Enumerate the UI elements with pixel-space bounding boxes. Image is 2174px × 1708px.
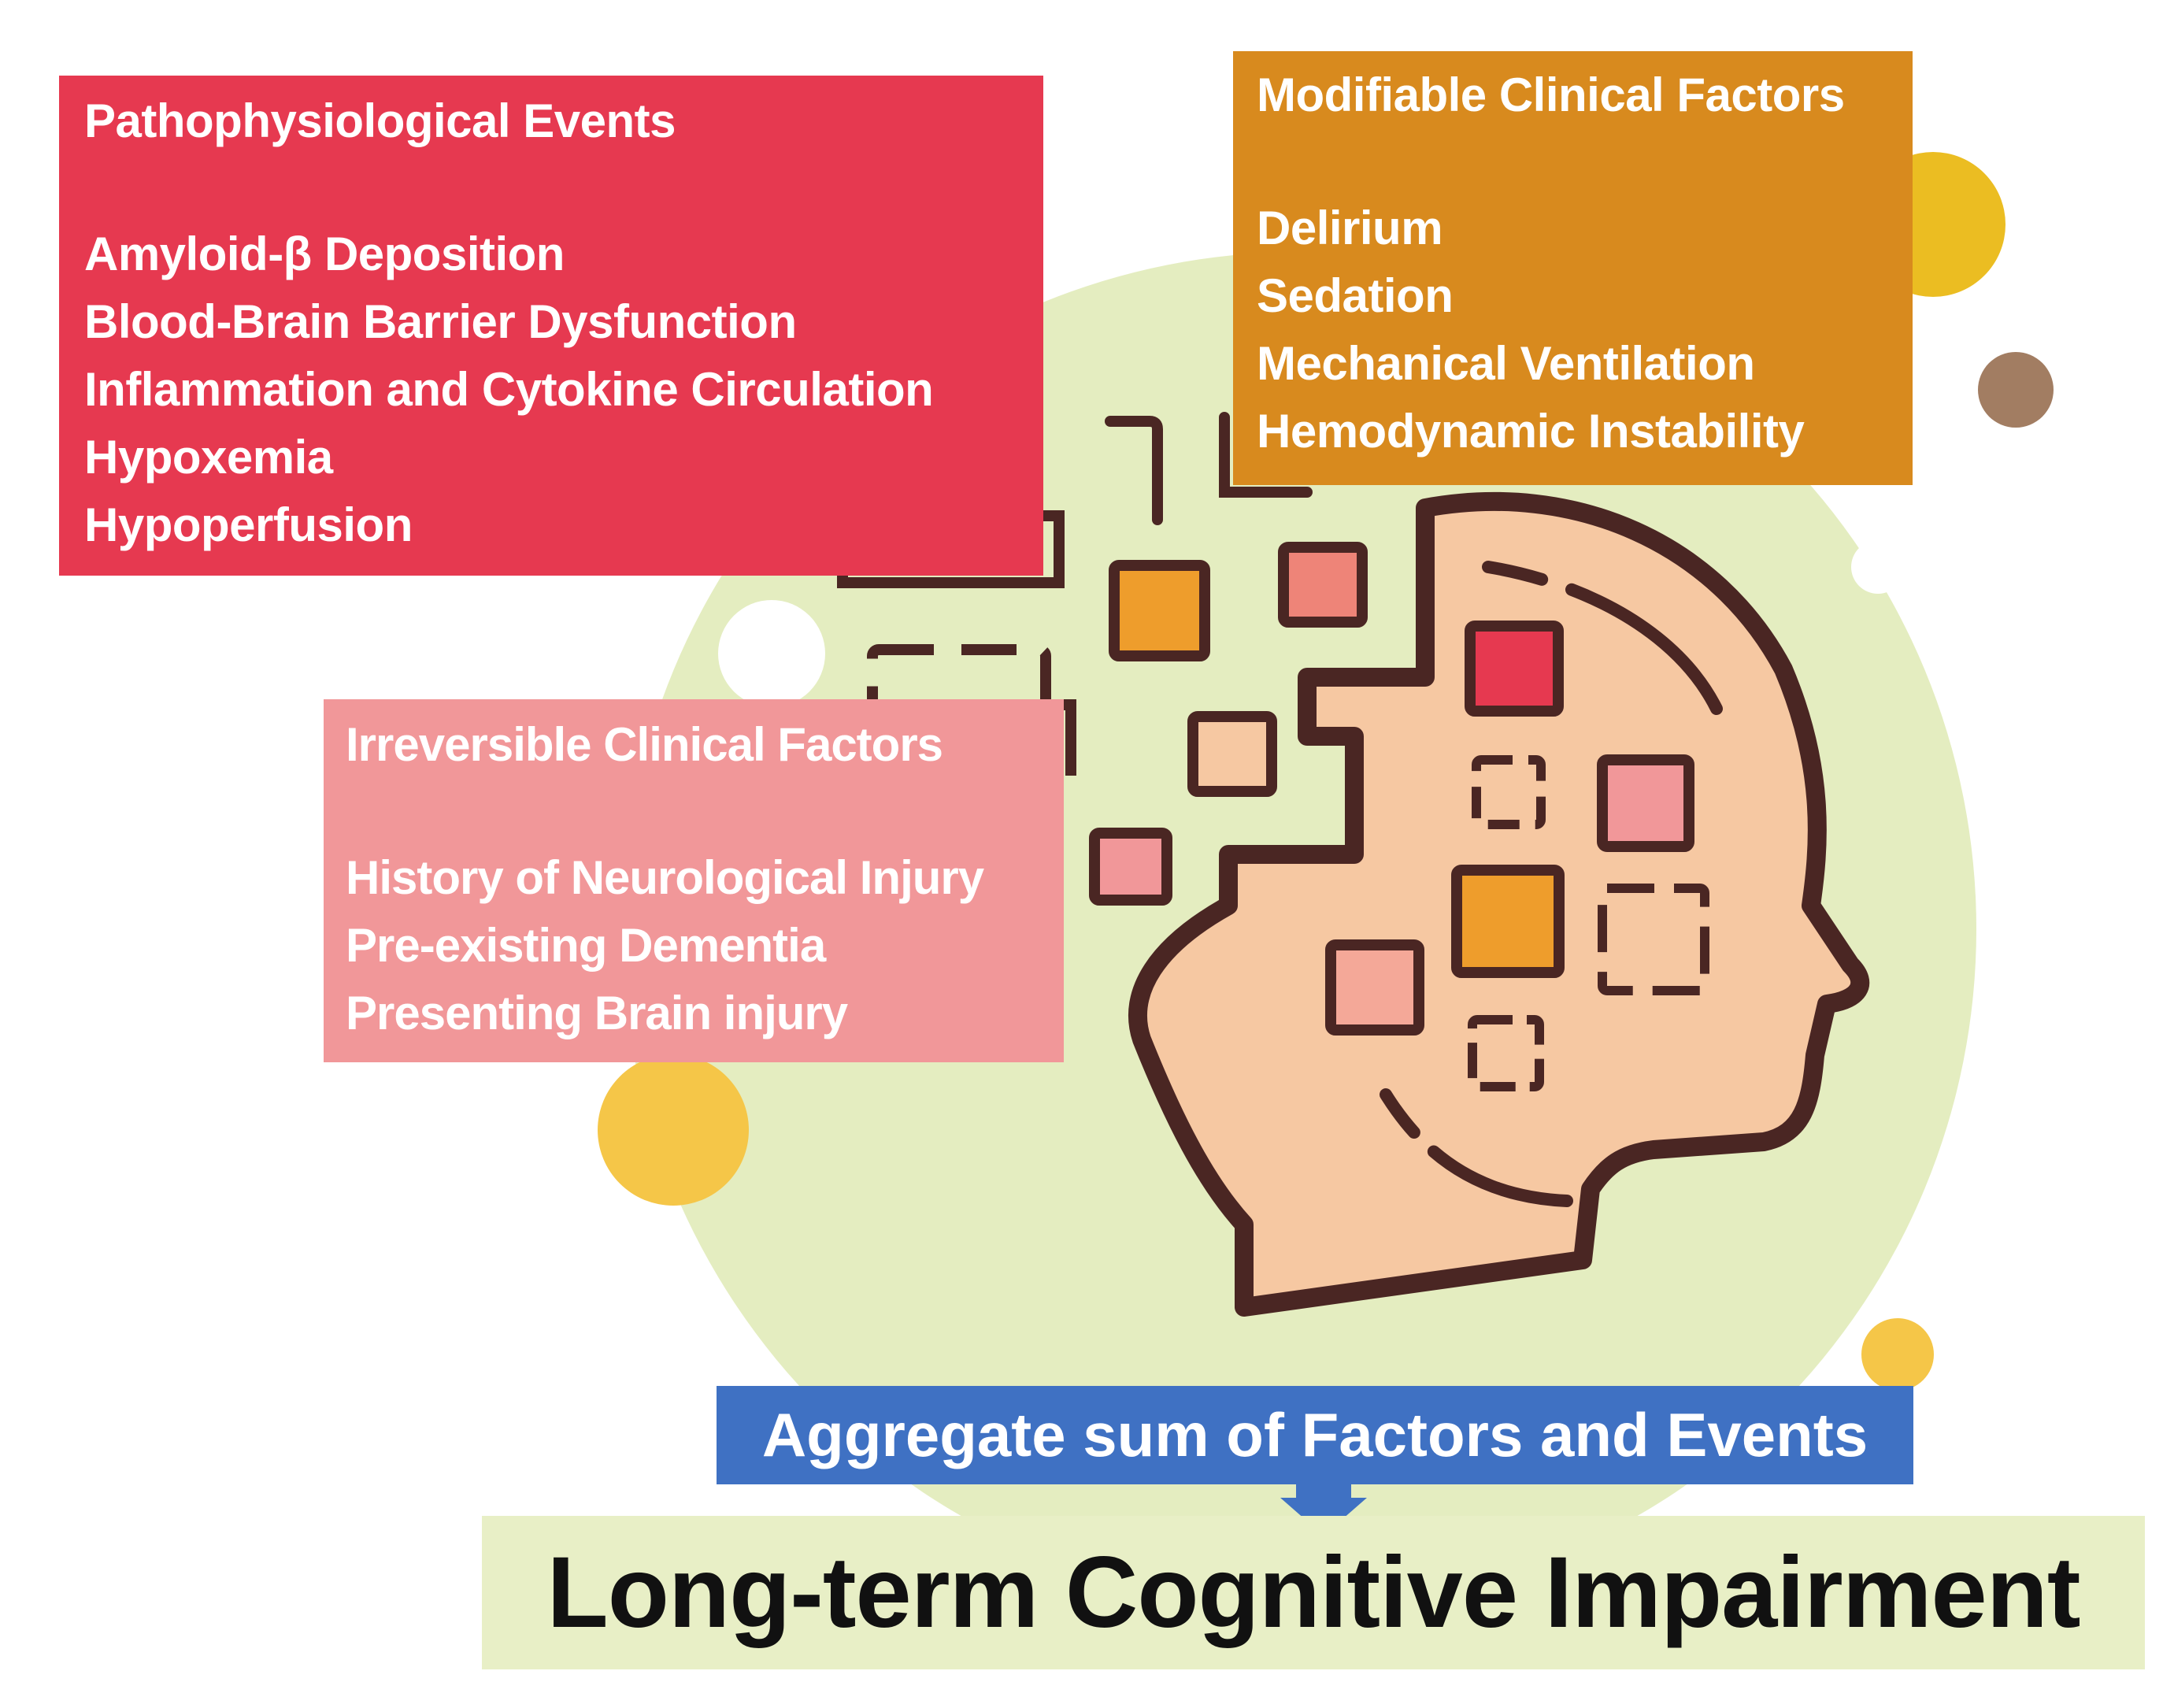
pathophysiological-events-title: Pathophysiological Events <box>84 94 676 147</box>
square-dashed-inner-2 <box>1598 884 1709 995</box>
decor-dot-yellow-left <box>598 1054 749 1206</box>
modifiable-clinical-factors-box: Modifiable Clinical Factors Delirium Sed… <box>1233 51 1913 485</box>
jaw-line <box>1380 1088 1573 1207</box>
pathophysiological-events-list: Amyloid-β Deposition Blood-Brain Barrier… <box>84 220 1043 559</box>
square-dashed-inner-3 <box>1468 1015 1544 1091</box>
corner-bracket-right <box>1219 412 1313 498</box>
square-orange-inner <box>1451 865 1565 978</box>
aggregate-sum-banner: Aggregate sum of Factors and Events <box>717 1386 1913 1484</box>
list-item: Hypoperfusion <box>84 498 413 551</box>
irreversible-clinical-factors-title: Irreversible Clinical Factors <box>346 718 943 771</box>
list-item: Hemodynamic Instability <box>1257 405 1805 458</box>
square-orange-float <box>1109 560 1210 661</box>
list-item: Hypoxemia <box>84 431 333 484</box>
list-item: Inflammation and Cytokine Circulation <box>84 363 934 416</box>
list-item: Pre-existing Dementia <box>346 919 826 972</box>
square-salmon-float <box>1278 542 1368 628</box>
modifiable-clinical-factors-title: Modifiable Clinical Factors <box>1257 69 1845 121</box>
down-arrow <box>1280 1484 1367 1536</box>
modifiable-clinical-factors-list: Delirium Sedation Mechanical Ventilation… <box>1257 195 1913 465</box>
square-pink-float <box>1089 828 1172 906</box>
list-item: Presenting Brain injury <box>346 987 848 1039</box>
decor-dot-white-right <box>1851 540 1905 594</box>
pathophysiological-events-box: Pathophysiological Events Amyloid-β Depo… <box>59 76 1043 576</box>
list-item: Blood-Brain Barrier Dysfunction <box>84 295 797 348</box>
list-item: History of Neurological Injury <box>346 851 984 904</box>
decor-dot-white-left <box>718 600 825 707</box>
square-salmon-inner <box>1325 939 1424 1036</box>
list-item: Amyloid-β Deposition <box>84 228 565 280</box>
decor-dot-brown <box>1978 352 2054 428</box>
square-dashed-inner-1 <box>1472 755 1546 829</box>
corner-bracket-top <box>1105 416 1163 525</box>
list-item: Sedation <box>1257 269 1454 322</box>
list-item: Delirium <box>1257 202 1443 254</box>
list-item: Mechanical Ventilation <box>1257 337 1755 390</box>
irreversible-clinical-factors-box: Irreversible Clinical Factors History of… <box>324 699 1064 1062</box>
irreversible-clinical-factors-list: History of Neurological Injury Pre-exist… <box>346 844 1064 1047</box>
square-red-inner <box>1465 621 1564 717</box>
square-pink-inner <box>1597 754 1694 852</box>
decor-dot-yellow-bottom <box>1861 1318 1934 1391</box>
outcome-banner: Long-term Cognitive Impairment <box>482 1516 2145 1669</box>
square-peach-float <box>1187 711 1277 797</box>
brain-arc-line <box>1482 561 1723 715</box>
